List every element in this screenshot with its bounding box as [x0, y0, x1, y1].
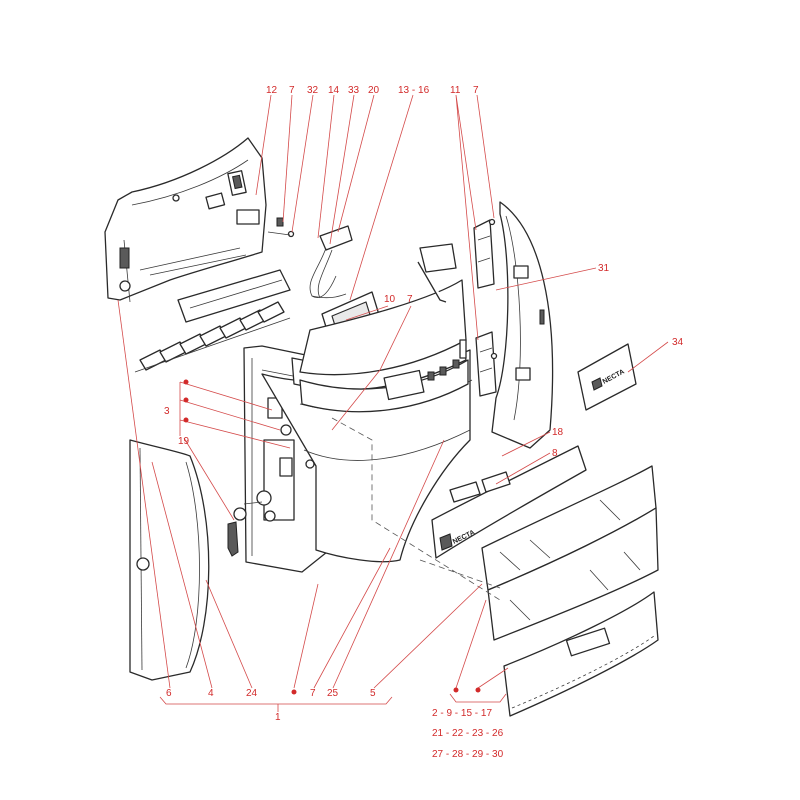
callout-34: 34 [672, 337, 684, 348]
callout-12: 12 [266, 85, 278, 96]
sequence-line-3: 27 - 28 - 29 - 30 [432, 749, 504, 760]
callout-dot-3b [183, 397, 189, 403]
callout-32: 32 [307, 85, 319, 96]
callout-18: 18 [552, 427, 564, 438]
part-glass-panel-lower [503, 591, 659, 717]
callout-7-right: 7 [473, 85, 479, 96]
callout-4: 4 [208, 688, 214, 699]
part-side-panel [491, 201, 554, 449]
callout-dot-3a [183, 379, 189, 385]
callout-31: 31 [598, 263, 610, 274]
callout-25: 25 [327, 688, 339, 699]
callout-11: 11 [450, 85, 461, 96]
callout-24: 24 [246, 688, 258, 699]
part-small-screws [267, 217, 295, 238]
callout-7-top: 7 [289, 85, 295, 96]
part-glass-panel-middle [487, 507, 659, 641]
part-label-strip: NECTA [431, 445, 587, 559]
part-lock-keys [227, 490, 276, 557]
part-left-front-cover [129, 439, 210, 681]
part-key-buttons [134, 301, 291, 373]
part-button-strip [177, 269, 291, 323]
part-hinge-brackets [473, 218, 498, 397]
part-main-door-body [261, 243, 473, 563]
callout-dot-seq-b [475, 687, 481, 693]
callout-7-bottom: 7 [310, 688, 316, 699]
callout-1: 1 [275, 712, 281, 723]
callout-6: 6 [166, 688, 172, 699]
callout-dot-3c [183, 417, 189, 423]
callout-20: 20 [368, 85, 380, 96]
callout-19: 19 [178, 436, 190, 447]
part-keypad-housing [104, 137, 267, 303]
callout-dot-bottom [291, 689, 297, 695]
callout-10: 10 [384, 294, 396, 305]
sequence-line-1: 2 - 9 - 15 - 17 [432, 708, 492, 719]
callout-14: 14 [328, 85, 340, 96]
part-necta-plate: NECTA [577, 343, 637, 411]
callout-dot-seq-a [453, 687, 459, 693]
callout-7-middle: 7 [407, 294, 413, 305]
callout-3: 3 [164, 406, 170, 417]
callout-5: 5 [370, 688, 376, 699]
callout-13-16: 13 - 16 [398, 85, 430, 96]
sequence-line-2: 21 - 22 - 23 - 26 [432, 728, 504, 739]
callout-leaders [117, 94, 669, 712]
callout-8: 8 [552, 448, 558, 459]
callout-33: 33 [348, 85, 360, 96]
